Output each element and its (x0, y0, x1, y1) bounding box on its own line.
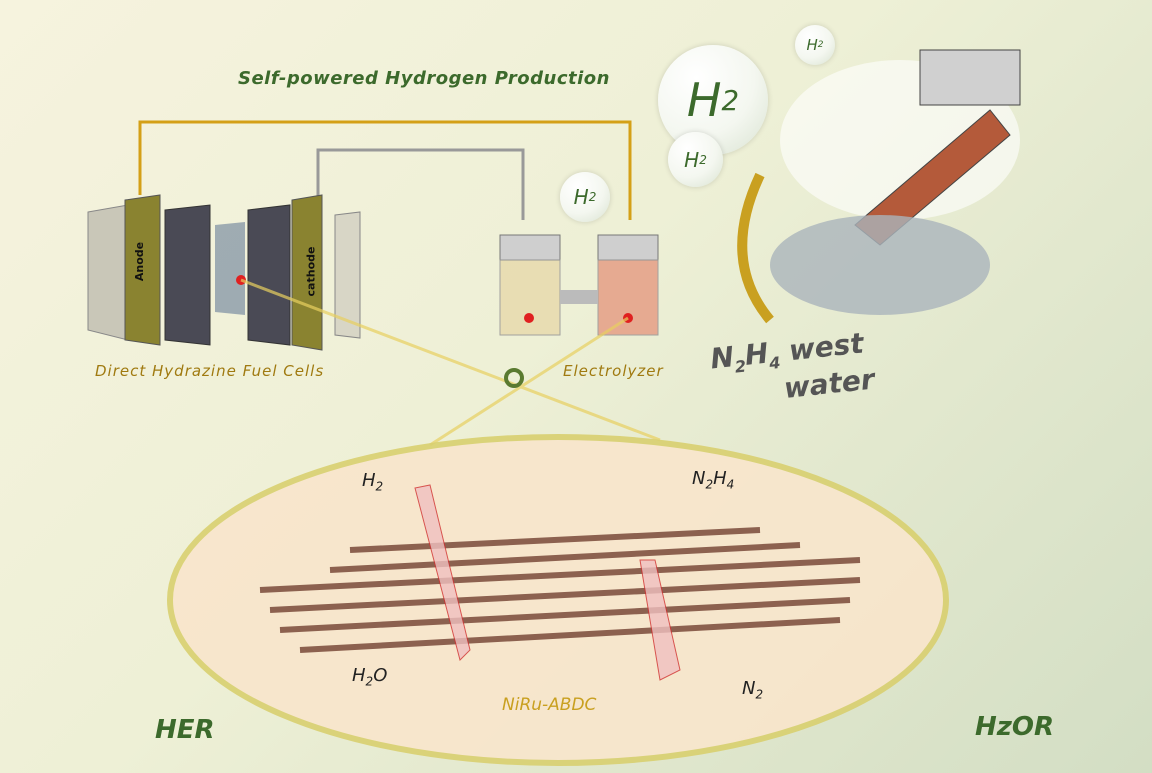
n2h4-reactant-label: N2H4 (692, 468, 734, 492)
h2-subscript: 2 (375, 479, 384, 494)
n2-product-label: N2 (742, 678, 763, 702)
gear-icon (504, 368, 524, 388)
n-symbol: N (742, 678, 756, 699)
mof-layers (259, 527, 861, 653)
catalyst-name: NiRu-ABDC (502, 695, 597, 715)
hzor-label: HzOR (975, 712, 1055, 742)
h2-symbol: H (573, 185, 589, 209)
light-beams (240, 278, 661, 447)
her-arrow-icon (414, 484, 471, 661)
her-label: HER (155, 715, 215, 745)
h2o-reactant-label: H2O (352, 665, 387, 689)
electrolyzer-cells (499, 234, 659, 336)
h2-subscript: 2 (699, 152, 707, 167)
catalyst-ellipse (167, 434, 949, 766)
h2-symbol: H (362, 470, 376, 491)
gold-wire (138, 120, 632, 220)
factory-illustration (770, 49, 1021, 315)
h2-symbol: H (686, 73, 722, 127)
gray-wire (316, 148, 525, 220)
page-title: Self-powered Hydrogen Production (238, 68, 610, 89)
n-subscript: 2 (755, 687, 764, 702)
o-symbol: O (373, 665, 388, 686)
fuel-cell-label: Direct Hydrazine Fuel Cells (95, 362, 325, 380)
h2-subscript: 2 (817, 40, 824, 50)
fuel-cell-stack (87, 194, 361, 351)
n-symbol: N (692, 468, 706, 489)
h2-subscript: 2 (721, 83, 740, 117)
hzor-arrow-icon (639, 559, 681, 681)
n-subscript: 2 (705, 477, 714, 492)
h-symbol: H (743, 336, 770, 372)
electrolyzer-label: Electrolyzer (563, 362, 664, 380)
h-subscript: 4 (726, 477, 735, 492)
cathode-label: cathode (304, 246, 318, 297)
anode-label: Anode (133, 241, 147, 282)
h-symbol: H (352, 665, 366, 686)
h2-symbol: H (684, 147, 700, 172)
h-subscript: 2 (365, 674, 374, 689)
n-symbol: N (708, 340, 736, 376)
h2-symbol: H (806, 36, 818, 54)
h2-product-label: H2 (362, 470, 383, 494)
h-symbol: H (713, 468, 727, 489)
h2-subscript: 2 (588, 190, 597, 204)
curved-arrow-icon (737, 172, 774, 324)
